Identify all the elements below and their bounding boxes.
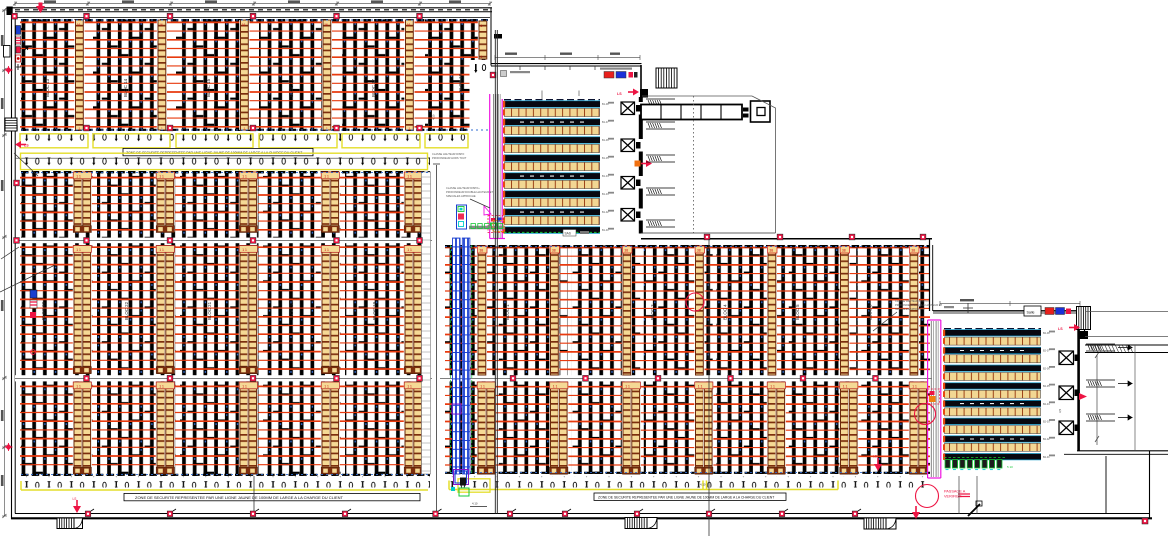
svg-text:LS: LS [73,497,77,501]
svg-text:BLOC 20: BLOC 20 [289,301,294,320]
svg-text:1 1: 1 1 [242,248,247,252]
svg-text:BLOC 15: BLOC 15 [206,78,211,97]
svg-text:BLOC 2: BLOC 2 [578,304,583,320]
svg-text:SPECIALES APPROCHE: SPECIALES APPROCHE [446,194,476,198]
svg-text:SAS: SAS [565,231,571,235]
svg-text:1 1: 1 1 [324,248,329,252]
svg-text:B2-06: B2-06 [1043,367,1050,370]
svg-text:BLOC 23: BLOC 23 [41,301,46,320]
svg-text:CLASSE HAUTEUR DISPO+: CLASSE HAUTEUR DISPO+ [895,299,929,303]
svg-text:38: 38 [842,248,846,252]
svg-text:BLOC 16: BLOC 16 [289,78,294,97]
svg-text:38: 38 [697,248,701,252]
svg-text:B2-07: B2-07 [1043,350,1050,353]
svg-text:B1-03: B1-03 [602,193,609,196]
svg-text:1 1: 1 1 [625,384,630,388]
svg-text:B1-06: B1-06 [602,139,609,142]
svg-text:LS: LS [1058,327,1063,331]
svg-text:1 1: 1 1 [159,248,164,252]
svg-text:BLOC 17: BLOC 17 [371,78,376,97]
svg-text:ZONE DE SECURITE REPRESENTEE P: ZONE DE SECURITE REPRESENTEE PAR UNE LIG… [598,495,774,499]
svg-text:VERIFIER: VERIFIER [944,495,962,499]
svg-text:LS: LS [873,455,877,459]
svg-text:1: 1 [244,127,246,131]
svg-text:1 1: 1 1 [480,384,485,388]
svg-text:1: 1 [161,127,163,131]
svg-text:B1-08: B1-08 [602,103,609,106]
svg-text:PROFONDEUR HORS TOUT: PROFONDEUR HORS TOUT [432,156,467,160]
svg-text:5 10: 5 10 [1007,465,1013,469]
svg-text:B1-04: B1-04 [602,175,609,178]
svg-text:1 1: 1 1 [770,384,775,388]
svg-text:16: 16 [242,23,246,27]
svg-text:1 1: 1 1 [553,384,558,388]
svg-text:LS: LS [24,144,29,148]
svg-text:B2-01: B2-01 [1043,456,1050,459]
svg-text:1 1: 1 1 [159,174,164,178]
svg-text:1 1: 1 1 [242,174,247,178]
svg-text:LS: LS [617,92,622,96]
svg-text:Salle: Salle [1027,310,1035,314]
svg-text:BLOC 6: BLOC 6 [868,304,873,320]
svg-text:1 1: 1 1 [407,384,412,388]
svg-text:PASSAGE A: PASSAGE A [944,490,966,494]
svg-text:4.10: 4.10 [472,502,478,506]
svg-text:16: 16 [407,23,411,27]
svg-text:BLOC 5: BLOC 5 [795,304,800,320]
svg-text:BLOC 19: BLOC 19 [372,301,377,320]
svg-text:B2-04: B2-04 [1043,403,1050,406]
svg-text:BLOC 3: BLOC 3 [650,304,655,320]
svg-text:ZONE DE SECURITE REPRESENTEE P: ZONE DE SECURITE REPRESENTEE PAR UNE LIG… [135,495,344,500]
svg-text:1 1: 1 1 [324,384,329,388]
svg-text:B2-03: B2-03 [1043,421,1050,424]
svg-text:3,5: 3,5 [1058,408,1062,413]
svg-text:SPECIALES APPROCHE: SPECIALES APPROCHE [895,307,925,311]
svg-text:1: 1 [481,55,483,59]
svg-text:1 1: 1 1 [159,384,164,388]
svg-text:38: 38 [911,248,915,252]
svg-text:1: 1 [79,127,81,131]
svg-text:1: 1 [326,127,328,131]
svg-text:BLOC 4: BLOC 4 [723,304,728,320]
svg-text:1 1: 1 1 [698,384,703,388]
svg-text:B2-02: B2-02 [1043,438,1050,441]
svg-text:16: 16 [159,23,163,27]
svg-text:4.10: 4.10 [700,483,706,487]
svg-text:B2-08: B2-08 [1043,332,1050,335]
svg-text:38: 38 [479,248,483,252]
svg-text:16: 16 [77,23,81,27]
svg-text:1 1: 1 1 [242,384,247,388]
svg-text:BLOC 14: BLOC 14 [123,78,128,97]
svg-text:BLOC 13: BLOC 13 [45,78,50,97]
svg-text:38: 38 [624,248,628,252]
svg-text:1 1: 1 1 [76,174,81,178]
svg-text:1 1: 1 1 [407,174,412,178]
svg-text:6: 6 [481,24,483,28]
svg-text:BLOC 1: BLOC 1 [505,304,510,320]
svg-text:PROFONDEUR DOUBLE HAUTEUR ET: PROFONDEUR DOUBLE HAUTEUR ET [895,303,943,307]
svg-text:B2-05: B2-05 [1043,385,1050,388]
svg-text:BLOC 18: BLOC 18 [458,73,463,92]
svg-text:1 1: 1 1 [912,384,917,388]
svg-text:1 1: 1 1 [843,384,848,388]
svg-text:B1-01: B1-01 [602,229,609,232]
svg-text:1 1: 1 1 [76,384,81,388]
svg-text:CLASSE HAUTEUR DISPO+: CLASSE HAUTEUR DISPO+ [446,186,480,190]
svg-text:16: 16 [324,23,328,27]
svg-text:CLASSE HAUTEUR DISPO: CLASSE HAUTEUR DISPO [432,152,464,156]
svg-text:38: 38 [552,248,556,252]
svg-text:1 1: 1 1 [324,174,329,178]
svg-text:PROFONDEUR DOUBLE HAUTEUR ET: PROFONDEUR DOUBLE HAUTEUR ET [446,190,494,194]
svg-text:BLOC 22: BLOC 22 [124,301,129,320]
svg-text:1 1: 1 1 [76,248,81,252]
svg-text:BLOC 21: BLOC 21 [207,301,212,320]
svg-text:B1-07: B1-07 [602,121,609,124]
svg-text:4.10: 4.10 [432,114,436,120]
svg-text:B1-05: B1-05 [602,157,609,160]
svg-text:38: 38 [769,248,773,252]
svg-text:1: 1 [409,127,411,131]
svg-text:B1-02: B1-02 [602,211,609,214]
svg-text:1 1: 1 1 [407,248,412,252]
